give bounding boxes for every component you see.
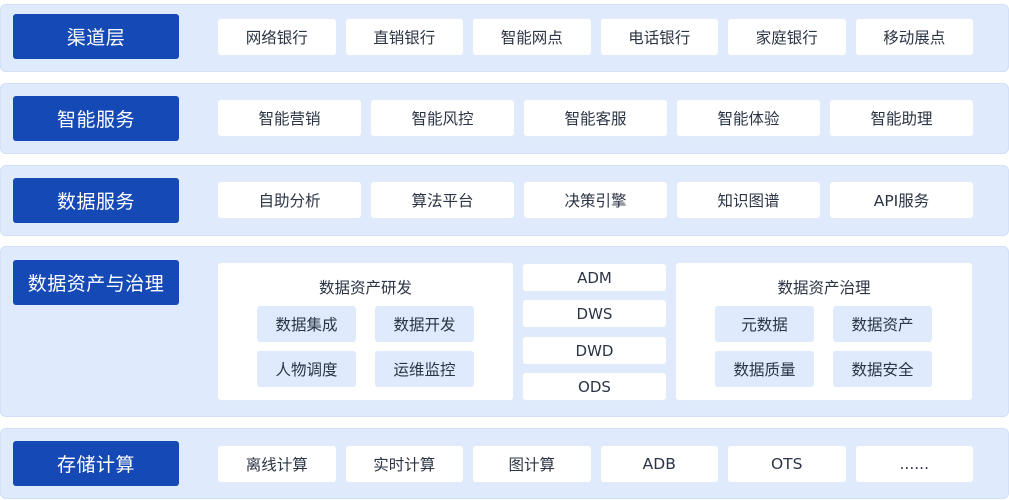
storage-item: 离线计算 xyxy=(218,446,336,482)
asset-gov-item: 数据安全 xyxy=(833,351,932,387)
channel-item: 移动展点 xyxy=(855,19,973,55)
data-service-item: 决策引擎 xyxy=(524,182,667,218)
data-service-layer-items: 自助分析 算法平台 决策引擎 知识图谱 API服务 xyxy=(218,182,973,218)
channel-item: 电话银行 xyxy=(600,19,718,55)
warehouse-layer-dwd: DWD xyxy=(523,337,666,364)
channel-layer-items: 网络银行 直销银行 智能网点 电话银行 家庭银行 移动展点 xyxy=(218,19,973,55)
asset-dev-title: 数据资产研发 xyxy=(318,279,412,297)
asset-gov-item: 数据资产 xyxy=(833,306,932,342)
storage-layer-label: 存储计算 xyxy=(13,441,179,486)
warehouse-layer-dws: DWS xyxy=(523,300,666,327)
data-service-item: API服务 xyxy=(830,182,973,218)
storage-item: ADB xyxy=(600,446,718,482)
asset-dev-item: 数据集成 xyxy=(257,306,356,342)
channel-item: 直销银行 xyxy=(345,19,463,55)
asset-dev-item: 运维监控 xyxy=(375,351,474,387)
data-service-layer-label: 数据服务 xyxy=(13,178,179,223)
smart-service-layer-items: 智能营销 智能风控 智能客服 智能体验 智能助理 xyxy=(218,100,973,136)
channel-item: 智能网点 xyxy=(473,19,591,55)
smart-service-item: 智能营销 xyxy=(218,100,361,136)
data-service-item: 自助分析 xyxy=(218,182,361,218)
storage-item: OTS xyxy=(728,446,846,482)
storage-item: 图计算 xyxy=(473,446,591,482)
asset-dev-panel: 数据资产研发 数据集成 数据开发 人物调度 运维监控 xyxy=(218,263,513,400)
channel-item: 网络银行 xyxy=(218,19,336,55)
channel-layer-label: 渠道层 xyxy=(13,14,179,59)
warehouse-layer-adm: ADM xyxy=(523,264,666,291)
governance-layer-label: 数据资产与治理 xyxy=(13,260,179,305)
asset-gov-panel: 数据资产治理 元数据 数据资产 数据质量 数据安全 xyxy=(676,263,972,400)
asset-dev-item: 人物调度 xyxy=(257,351,356,387)
storage-item: 实时计算 xyxy=(345,446,463,482)
smart-service-layer-label: 智能服务 xyxy=(13,96,179,141)
data-service-item: 知识图谱 xyxy=(677,182,820,218)
asset-gov-item: 元数据 xyxy=(715,306,814,342)
channel-item: 家庭银行 xyxy=(728,19,846,55)
asset-gov-item: 数据质量 xyxy=(715,351,814,387)
storage-item: ...... xyxy=(855,446,973,482)
smart-service-item: 智能助理 xyxy=(830,100,973,136)
asset-gov-title: 数据资产治理 xyxy=(777,279,871,297)
smart-service-item: 智能客服 xyxy=(524,100,667,136)
smart-service-item: 智能体验 xyxy=(677,100,820,136)
smart-service-item: 智能风控 xyxy=(371,100,514,136)
storage-layer-items: 离线计算 实时计算 图计算 ADB OTS ...... xyxy=(218,446,973,482)
asset-dev-item: 数据开发 xyxy=(375,306,474,342)
data-service-item: 算法平台 xyxy=(371,182,514,218)
warehouse-layer-ods: ODS xyxy=(523,373,666,400)
